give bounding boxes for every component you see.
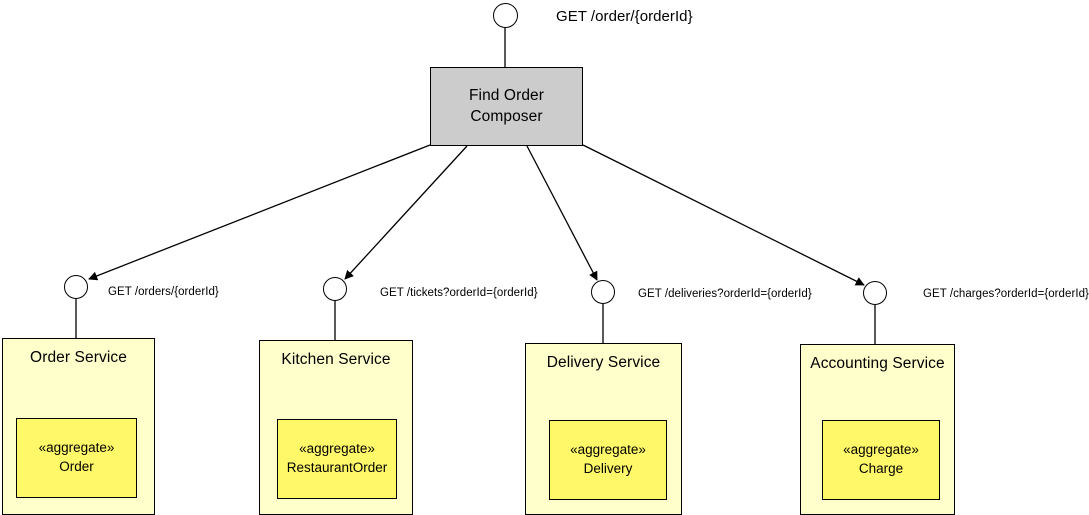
service-node-accounting-service[interactable]: Accounting Service «aggregate» Charge <box>800 344 955 515</box>
edge-composer-to-accounting-service <box>582 144 865 286</box>
service-title-accounting-service: Accounting Service <box>810 355 945 372</box>
aggregate-stereotype-accounting-service: «aggregate» <box>843 442 919 458</box>
composer-label-line2: Composer <box>470 107 543 125</box>
edge-composer-to-order-service <box>88 144 431 281</box>
service-node-delivery-service[interactable]: Delivery Service «aggregate» Delivery <box>525 343 682 515</box>
service-title-kitchen-service: Kitchen Service <box>281 351 391 368</box>
request-label-order-service: GET /orders/{orderId} <box>108 286 219 298</box>
aggregate-name-order-service: Order <box>59 459 94 474</box>
entry-port-circle[interactable] <box>493 3 518 28</box>
service-node-order-service[interactable]: Order Service «aggregate» Order <box>2 338 155 515</box>
find-order-composer-node[interactable]: Find Order Composer <box>430 67 583 146</box>
port-circle-delivery-service[interactable] <box>591 280 615 304</box>
aggregate-stereotype-order-service: «aggregate» <box>38 440 115 456</box>
aggregate-stereotype-kitchen-service: «aggregate» <box>299 441 375 457</box>
request-label-kitchen-service: GET /tickets?orderId={orderId} <box>380 287 538 299</box>
port-circle-order-service[interactable] <box>64 275 88 299</box>
aggregate-name-kitchen-service: RestaurantOrder <box>286 460 388 475</box>
aggregate-name-delivery-service: Delivery <box>583 461 633 476</box>
aggregate-stereotype-delivery-service: «aggregate» <box>570 442 646 458</box>
aggregate-box-delivery-service[interactable]: «aggregate» Delivery <box>549 420 667 500</box>
request-label-accounting-service: GET /charges?orderId={orderId} <box>923 288 1089 300</box>
aggregate-name-accounting-service: Charge <box>858 461 904 476</box>
edge-composer-to-kitchen-service <box>344 145 468 280</box>
port-circle-accounting-service[interactable] <box>863 281 887 305</box>
entry-request-label: GET /order/{orderId} <box>556 8 693 25</box>
service-node-kitchen-service[interactable]: Kitchen Service «aggregate» RestaurantOr… <box>259 340 413 515</box>
aggregate-box-kitchen-service[interactable]: «aggregate» RestaurantOrder <box>277 419 397 499</box>
aggregate-box-accounting-service[interactable]: «aggregate» Charge <box>822 420 940 500</box>
service-title-order-service: Order Service <box>30 349 127 366</box>
composer-label-line1: Find Order <box>468 86 545 104</box>
request-label-delivery-service: GET /deliveries?orderId={orderId} <box>638 288 812 300</box>
service-title-delivery-service: Delivery Service <box>546 354 661 371</box>
aggregate-box-order-service[interactable]: «aggregate» Order <box>16 418 137 498</box>
port-circle-kitchen-service[interactable] <box>323 277 347 301</box>
composer-label: Find Order Composer <box>469 86 544 128</box>
edge-composer-to-delivery-service <box>526 145 598 281</box>
